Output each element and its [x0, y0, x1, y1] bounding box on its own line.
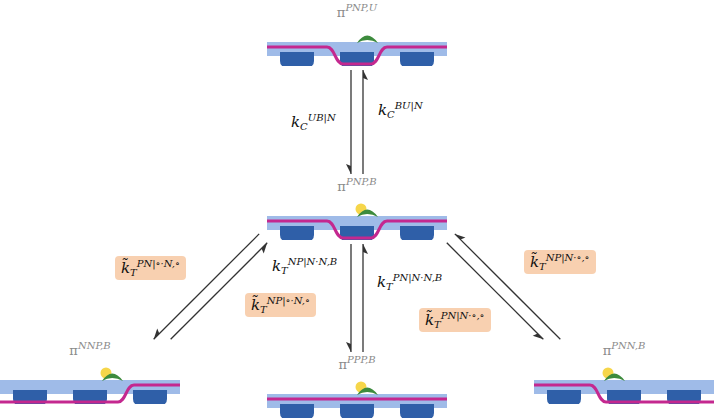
- rate-label: k̃TPN|∘·N,∘: [115, 256, 186, 280]
- state-illustration: [534, 364, 714, 404]
- state-probability: πPNN,B: [534, 342, 714, 360]
- rate-label: k̃TNP|N·∘,∘: [524, 250, 596, 274]
- state-probability: πNNP,B: [0, 342, 180, 360]
- rate-label: k̃TNP|∘·N,∘: [245, 293, 316, 317]
- rate-label: kTPN|N·N,B: [371, 270, 448, 294]
- state-illustration: [267, 200, 447, 240]
- rate-label: k̃TPN|N·∘,∘: [419, 308, 491, 332]
- state-probability: πPNP,B: [262, 178, 452, 196]
- state-illustration: [267, 378, 447, 418]
- rate-arrow: [346, 244, 351, 352]
- rate-label: kCUB|N: [285, 110, 342, 134]
- state-probability: πPNP,U: [262, 4, 452, 22]
- state-node: πPNN,B: [534, 342, 714, 404]
- state-node: πNNP,B: [0, 342, 180, 404]
- state-illustration: [267, 26, 447, 66]
- state-node: πPPP,B: [262, 356, 452, 418]
- rate-arrow: [363, 70, 368, 174]
- rate-arrow: [346, 70, 351, 174]
- state-node: πPNP,U: [262, 4, 452, 66]
- state-illustration: [0, 364, 180, 404]
- state-probability: πPPP,B: [262, 356, 452, 374]
- rate-label: kTNP|N·N,B: [266, 254, 343, 278]
- state-node: πPNP,B: [262, 178, 452, 240]
- rate-label: kCBU|N: [372, 98, 429, 122]
- rate-arrow: [363, 244, 368, 352]
- rate-arrow: [154, 234, 259, 339]
